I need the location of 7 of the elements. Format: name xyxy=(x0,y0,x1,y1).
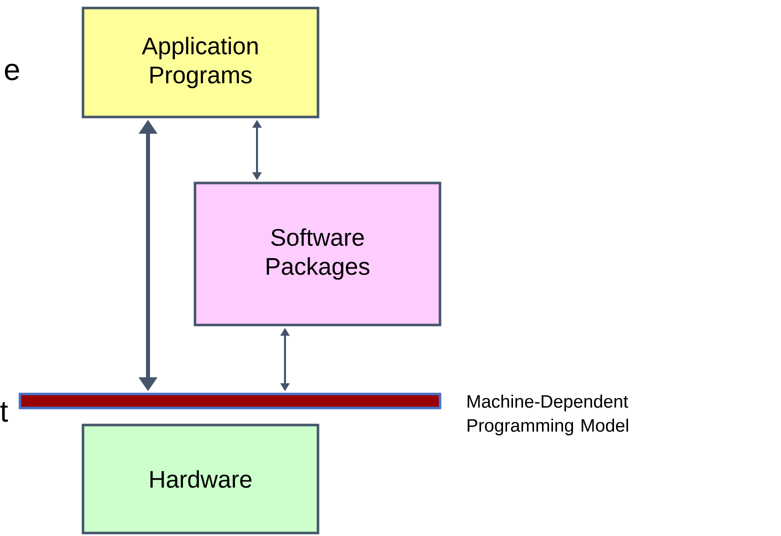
text-box: Application Programs xyxy=(82,6,320,118)
beside-text: Machine-Dependent Programming Model xyxy=(468,394,628,436)
text-box: Software Packages xyxy=(194,182,442,326)
cut-off-text: t xyxy=(0,402,8,422)
text-box: Hardware xyxy=(82,424,320,534)
cut-off-text: e xyxy=(4,64,20,80)
bar xyxy=(18,392,442,410)
